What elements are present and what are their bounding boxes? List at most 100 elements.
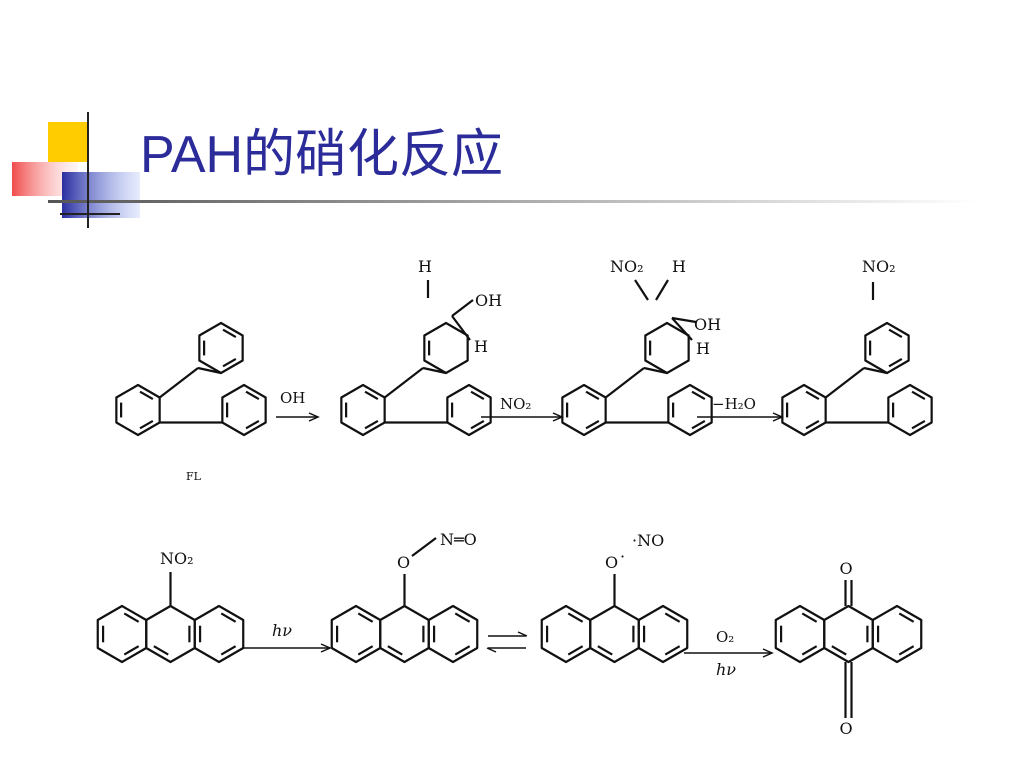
nitro-fluoranthene-naphtho-right-ring-double-bond xyxy=(911,419,926,430)
int2-no2: NO₂ xyxy=(610,257,644,276)
nitro-fluoranthene-benzo-left-ring xyxy=(781,383,827,437)
radical-o: O xyxy=(605,553,618,572)
anthraquinone-ring-right-double-bond xyxy=(898,612,915,623)
nitro-fluoranthene-five-ring-bond xyxy=(824,367,865,399)
radical-pair-intermediate-ring-right-double-bond xyxy=(664,612,681,623)
radical-pair-intermediate-ring-left xyxy=(540,604,592,664)
reagent-o2: O₂ xyxy=(716,628,734,646)
equilibrium-back-head xyxy=(486,647,497,653)
radical-pair-intermediate-ring-middle xyxy=(589,604,640,664)
intermediate-1-benzo-left-ring-double-bond xyxy=(364,419,379,430)
radical-dot: · xyxy=(620,547,625,566)
intermediate-1-naphtho-right-ring-double-bond xyxy=(470,419,485,430)
arrow-no2-head xyxy=(552,412,564,422)
int1-h: H xyxy=(474,337,488,356)
intermediate-2-benzo-left-ring-double-bond xyxy=(585,419,600,430)
equilibrium-forward-head xyxy=(517,631,528,637)
nitro-fluoranthene-top-ring-double-bond xyxy=(888,357,903,368)
fluoranthene-naphtho-right-ring-double-bond xyxy=(245,419,260,430)
intermediate-1-benzo-left-ring-double-bond xyxy=(364,390,379,401)
int1-h-bond-2 xyxy=(451,315,471,341)
int2-h: H xyxy=(696,339,710,358)
nitrite-intermediate-ring-left xyxy=(330,604,382,664)
int2-no2-bond xyxy=(634,279,649,301)
nitrite-intermediate-ring-left-double-bond xyxy=(357,612,374,623)
int2-oh: OH xyxy=(694,315,721,334)
nitro-anthracene-ring-right xyxy=(193,604,245,664)
radical-pair-intermediate-ring-right-double-bond xyxy=(664,645,681,656)
fl-label: FL xyxy=(186,470,202,483)
product-no2: NO₂ xyxy=(862,257,896,276)
fluoranthene-five-ring-bond xyxy=(158,367,199,399)
nitro-anthracene-ring-middle-double-bond xyxy=(153,645,169,656)
fluoranthene-benzo-left-ring-double-bond xyxy=(139,390,154,401)
anthraquinone-ring-right-double-bond xyxy=(898,645,915,656)
nitrite-o-n-bond xyxy=(411,537,437,557)
fluoranthene-benzo-left-ring xyxy=(115,383,161,437)
fluoranthene-top-ring xyxy=(198,321,244,375)
reagent-hv-2: hν xyxy=(716,660,736,679)
nitro-anthracene-ring-middle xyxy=(145,604,196,664)
nitrite-intermediate-ring-right-double-bond xyxy=(454,645,471,656)
nitro-fluoranthene-benzo-left-ring-double-bond xyxy=(805,419,820,430)
fluoranthene-naphtho-right-ring xyxy=(221,383,267,437)
reagent-oh: OH xyxy=(280,389,305,407)
fluoranthene-top-ring-double-bond xyxy=(222,328,237,339)
slide-title: PAH的硝化反应 xyxy=(140,126,504,184)
intermediate-2-five-ring-bond xyxy=(643,366,668,375)
nitrite-intermediate-ring-middle xyxy=(379,604,430,664)
anthraquinone-ring-left-double-bond xyxy=(801,612,818,623)
int1-oh-bond xyxy=(451,299,474,317)
intermediate-2-naphtho-right-ring-double-bond xyxy=(691,419,706,430)
int1-oh: OH xyxy=(475,291,502,310)
intermediate-1-top-ring xyxy=(423,321,469,375)
nitrite-n-eq-o: N═O xyxy=(440,530,477,549)
int2-h-bond xyxy=(655,279,669,301)
anthraquinone-ring-right xyxy=(871,604,923,664)
radical-no: ·NO xyxy=(632,531,664,550)
nitroanthracene-no2: NO₂ xyxy=(160,549,194,568)
nitro-anthracene-ring-left xyxy=(96,604,148,664)
intermediate-2-five-ring-bond xyxy=(604,367,645,399)
anthraquinone-o-bottom: O xyxy=(839,719,852,738)
nitro-anthracene-ring-right-double-bond xyxy=(220,645,237,656)
nitro-fluoranthene-five-ring-bond xyxy=(863,366,888,375)
intermediate-2-naphtho-right-ring xyxy=(667,383,713,437)
reagent-hv: hν xyxy=(272,621,292,640)
fluoranthene-benzo-left-ring-double-bond xyxy=(139,419,154,430)
radical-pair-intermediate-ring-right xyxy=(637,604,689,664)
reagent-no2: NO₂ xyxy=(500,395,531,413)
nitro-fluoranthene-naphtho-right-ring xyxy=(887,383,933,437)
intermediate-1-five-ring-bond xyxy=(422,366,447,375)
nitrite-o: O xyxy=(397,553,410,572)
yellow-square xyxy=(48,122,88,162)
fluoranthene-five-ring-bond xyxy=(197,366,222,375)
intermediate-2-benzo-left-ring xyxy=(561,383,607,437)
int2-h-top: H xyxy=(672,257,686,276)
nitro-fluoranthene-naphtho-right-ring-double-bond xyxy=(911,390,926,401)
nitro-fluoranthene-benzo-left-ring-double-bond xyxy=(805,390,820,401)
nitrite-intermediate-ring-middle-double-bond xyxy=(387,645,403,656)
int1-h-top: H xyxy=(418,257,432,276)
anthraquinone-ring-left-double-bond xyxy=(801,645,818,656)
anthraquinone-ring-middle-double-bond xyxy=(831,645,847,656)
radical-pair-intermediate-ring-middle-double-bond xyxy=(597,645,613,656)
int2-h-bond-2 xyxy=(671,317,693,341)
anthraquinone-o-top: O xyxy=(839,559,852,578)
radical-pair-intermediate-ring-left-double-bond xyxy=(567,612,584,623)
nitro-anthracene-ring-right-double-bond xyxy=(220,612,237,623)
intermediate-1-five-ring-bond xyxy=(383,367,424,399)
nitrite-intermediate-ring-right-double-bond xyxy=(454,612,471,623)
intermediate-1-benzo-left-ring xyxy=(340,383,386,437)
intermediate-1-naphtho-right-ring-double-bond xyxy=(470,390,485,401)
intermediate-2-naphtho-right-ring-double-bond xyxy=(691,390,706,401)
arrow-oh-head xyxy=(308,412,320,422)
nitro-anthracene-ring-left-double-bond xyxy=(123,612,140,623)
nitro-fluoranthene-top-ring xyxy=(864,321,910,375)
intermediate-2-benzo-left-ring-double-bond xyxy=(585,390,600,401)
intermediate-1-naphtho-right-ring xyxy=(446,383,492,437)
nitro-fluoranthene-top-ring-double-bond xyxy=(888,328,903,339)
fluoranthene-top-ring-double-bond xyxy=(222,357,237,368)
slide-decoration xyxy=(12,112,978,228)
